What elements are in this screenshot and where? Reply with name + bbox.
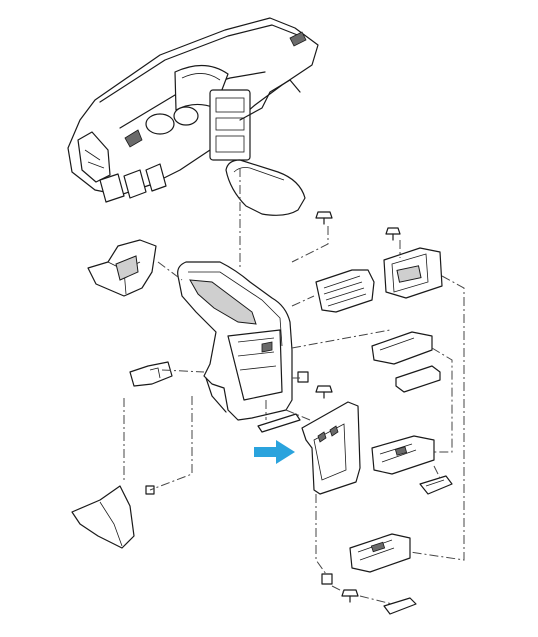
switch-module — [371, 435, 435, 475]
switch-insert — [419, 475, 453, 495]
screw-icon — [315, 385, 333, 399]
screw-icon — [315, 211, 333, 225]
left-air-duct — [87, 239, 157, 297]
tray-insert — [395, 365, 441, 393]
center-console-frame — [177, 261, 293, 421]
bottom-module — [349, 533, 411, 573]
clip-icon — [297, 371, 309, 383]
leader-lines — [123, 168, 465, 605]
small-bracket — [129, 361, 173, 387]
clip-icon — [321, 573, 333, 585]
screw-icon — [385, 227, 401, 241]
arrow-icon — [254, 440, 295, 464]
lower-side-panel — [71, 485, 135, 549]
screw-icon — [341, 589, 359, 603]
bottom-cover-plate — [383, 597, 417, 615]
upper-cover-panel — [225, 159, 306, 216]
dashboard-assembly — [67, 17, 319, 203]
radio-housing-bracket — [383, 247, 443, 299]
air-vent — [315, 269, 375, 313]
storage-tray — [371, 331, 433, 365]
center-bezel-trim-frame — [301, 401, 361, 495]
trim-strip — [257, 413, 301, 433]
